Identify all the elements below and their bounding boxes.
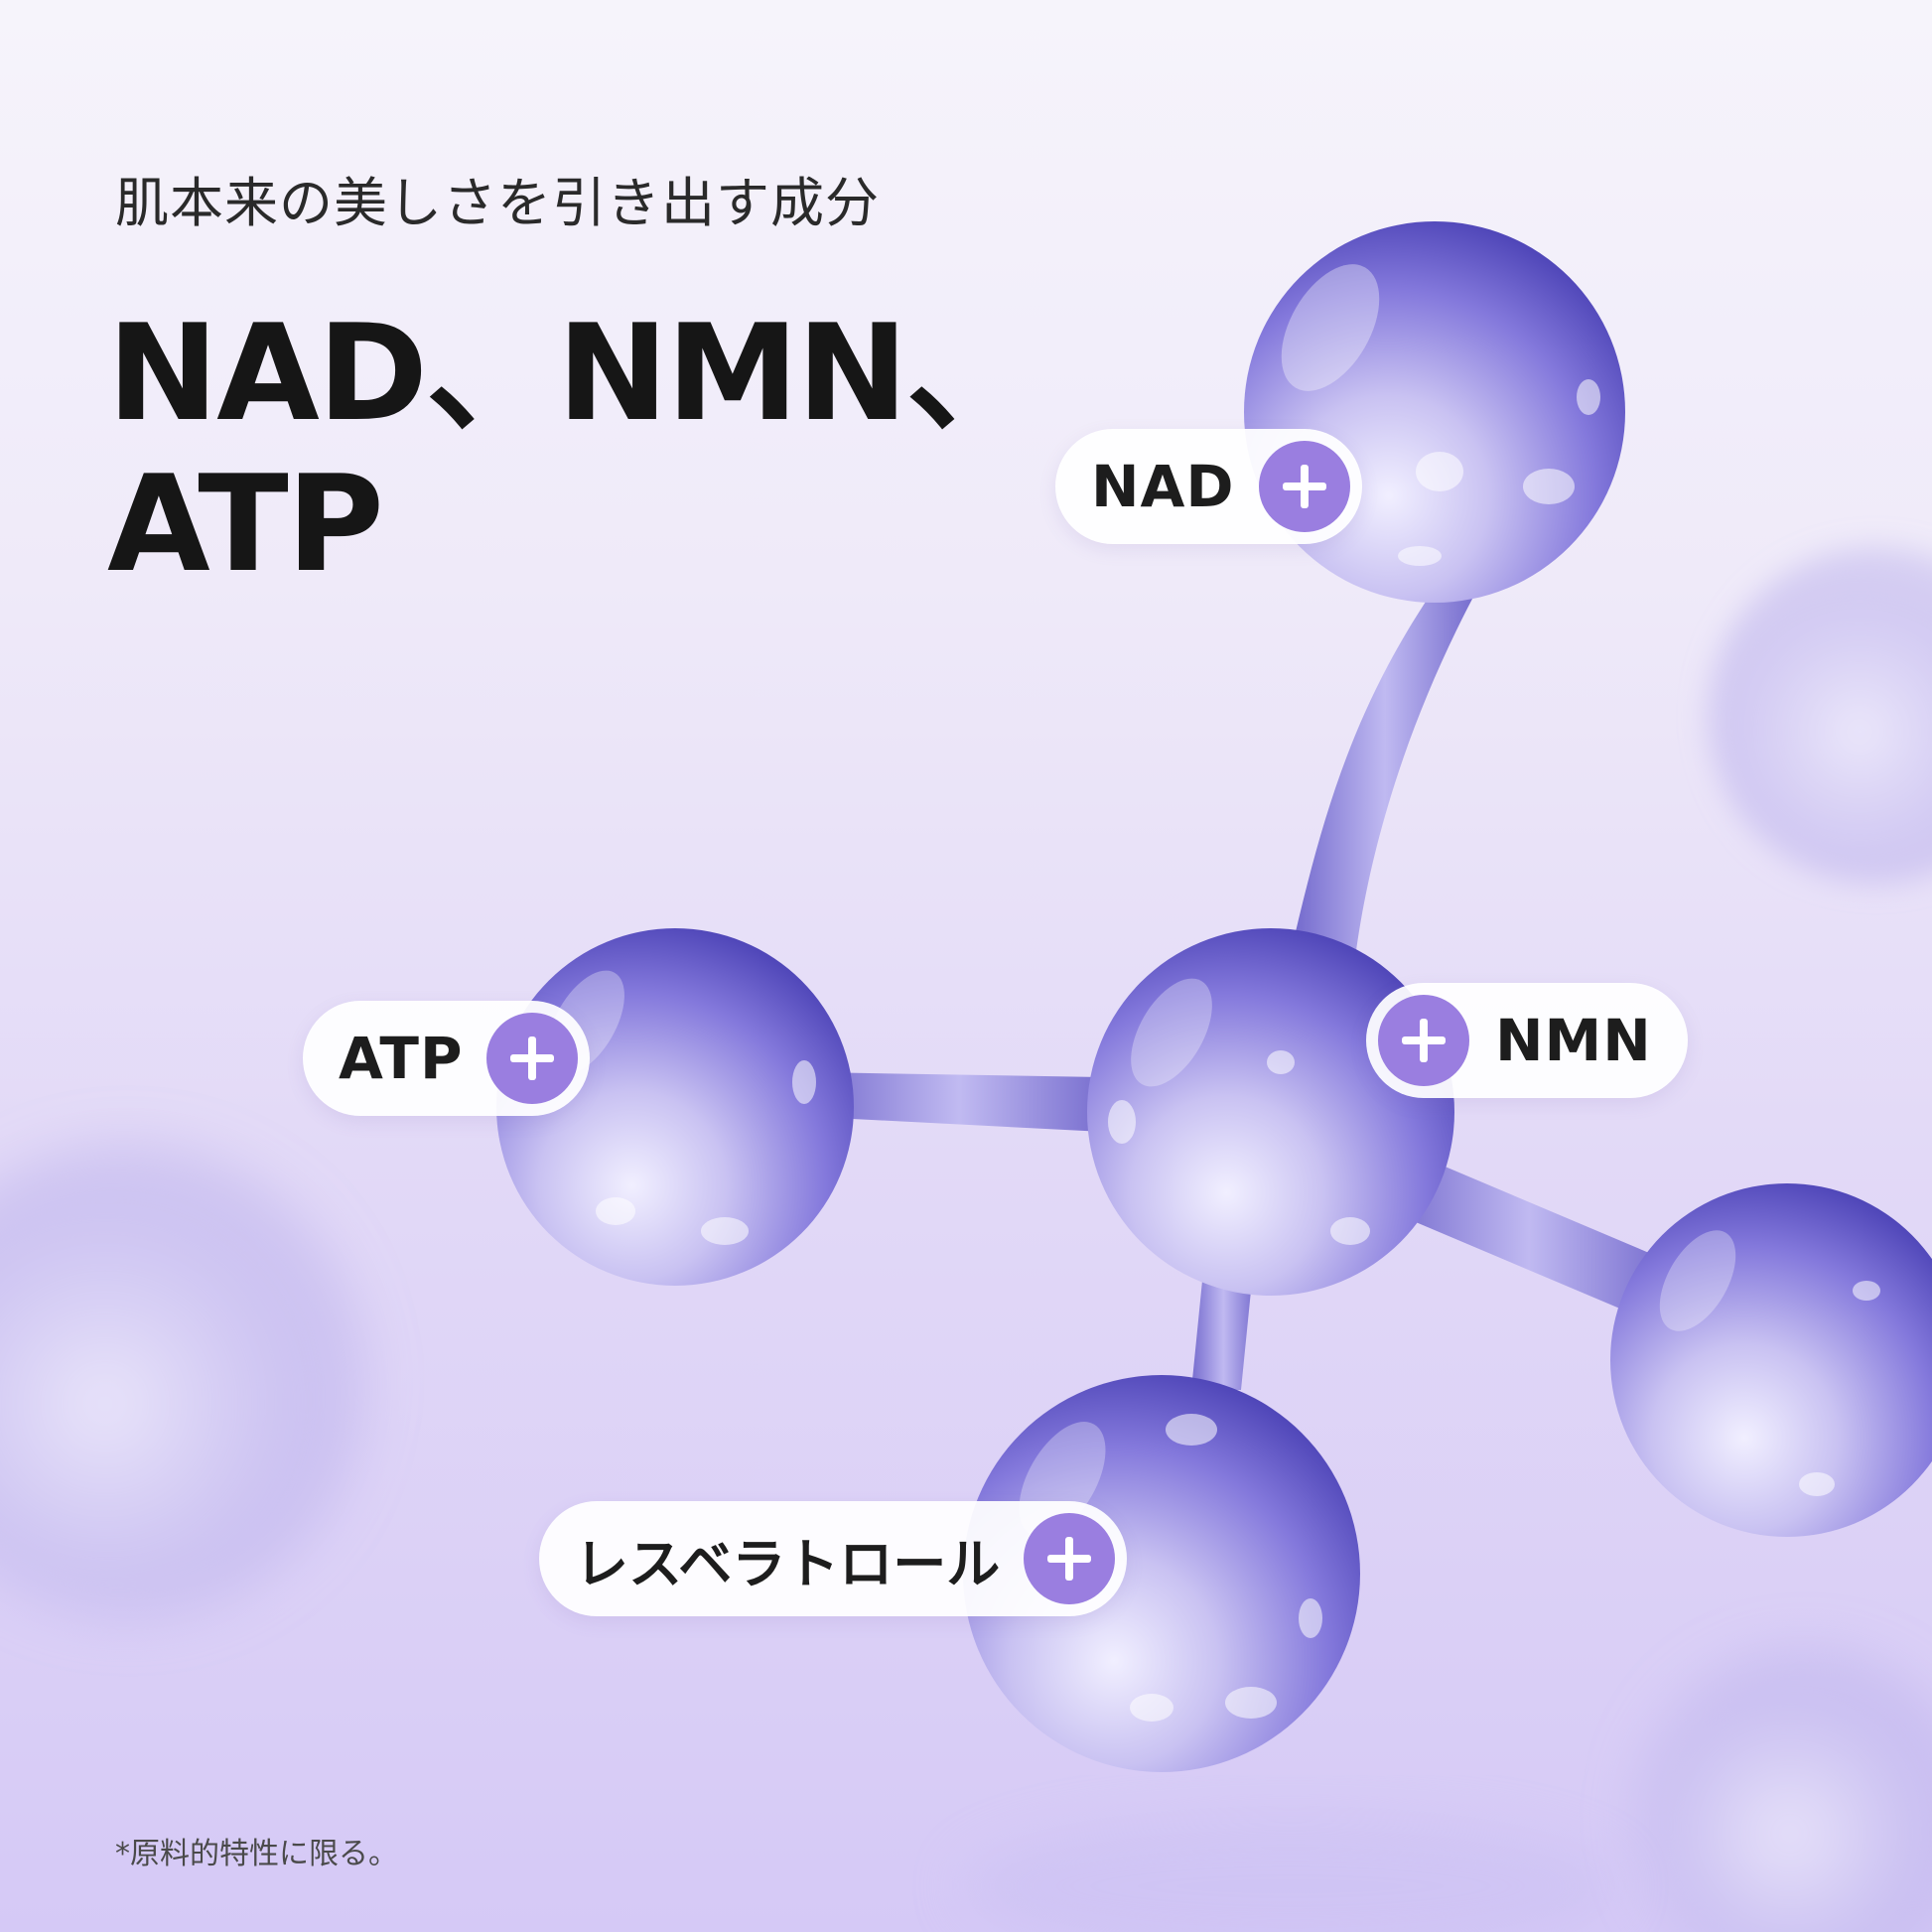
bg-sphere <box>1708 546 1932 884</box>
plus-icon <box>1024 1513 1116 1604</box>
bond <box>814 1072 1104 1132</box>
ingredient-label-nmn: NMN <box>1495 1007 1652 1074</box>
sphere-bottom <box>963 1375 1360 1772</box>
droplets <box>596 379 1880 1722</box>
sphere-nad <box>1244 221 1625 603</box>
ingredient-label-nad: NAD <box>1091 453 1235 520</box>
plus-icon <box>1378 995 1469 1086</box>
subtitle: 肌本来の美しさを引き出す成分 <box>115 172 880 234</box>
headline-line-1: NAD、NMN、 <box>107 296 1039 451</box>
footnote: *原料的特性に限る。 <box>115 1837 398 1871</box>
sphere-highlight <box>1281 264 1380 391</box>
sphere-highlight <box>1659 1230 1736 1331</box>
sphere-right <box>1610 1183 1932 1537</box>
ingredient-tag-atp[interactable]: ATP <box>303 1001 591 1116</box>
headline-line-2: ATP <box>107 447 384 602</box>
plus-icon <box>486 1013 579 1104</box>
sphere-highlight <box>1131 978 1212 1087</box>
bond <box>1291 586 1479 958</box>
bond <box>1390 1152 1668 1320</box>
bg-sphere <box>0 1142 367 1618</box>
sphere-center <box>1087 928 1454 1296</box>
bg-sphere <box>1638 1648 1932 1932</box>
ingredient-tag-nmn[interactable]: NMN <box>1366 983 1688 1098</box>
ingredient-label-resveratrol: レスベラトロール <box>575 1532 1001 1595</box>
ingredient-tag-resveratrol[interactable]: レスベラトロール <box>539 1501 1128 1616</box>
ingredient-tag-nad[interactable]: NAD <box>1055 429 1362 544</box>
headline: NAD、NMN、 ATP <box>107 296 1039 602</box>
plus-icon <box>1258 441 1350 532</box>
ingredient-label-atp: ATP <box>339 1025 464 1092</box>
bg-reflection <box>963 1817 1618 1932</box>
sphere-atp <box>496 928 854 1286</box>
